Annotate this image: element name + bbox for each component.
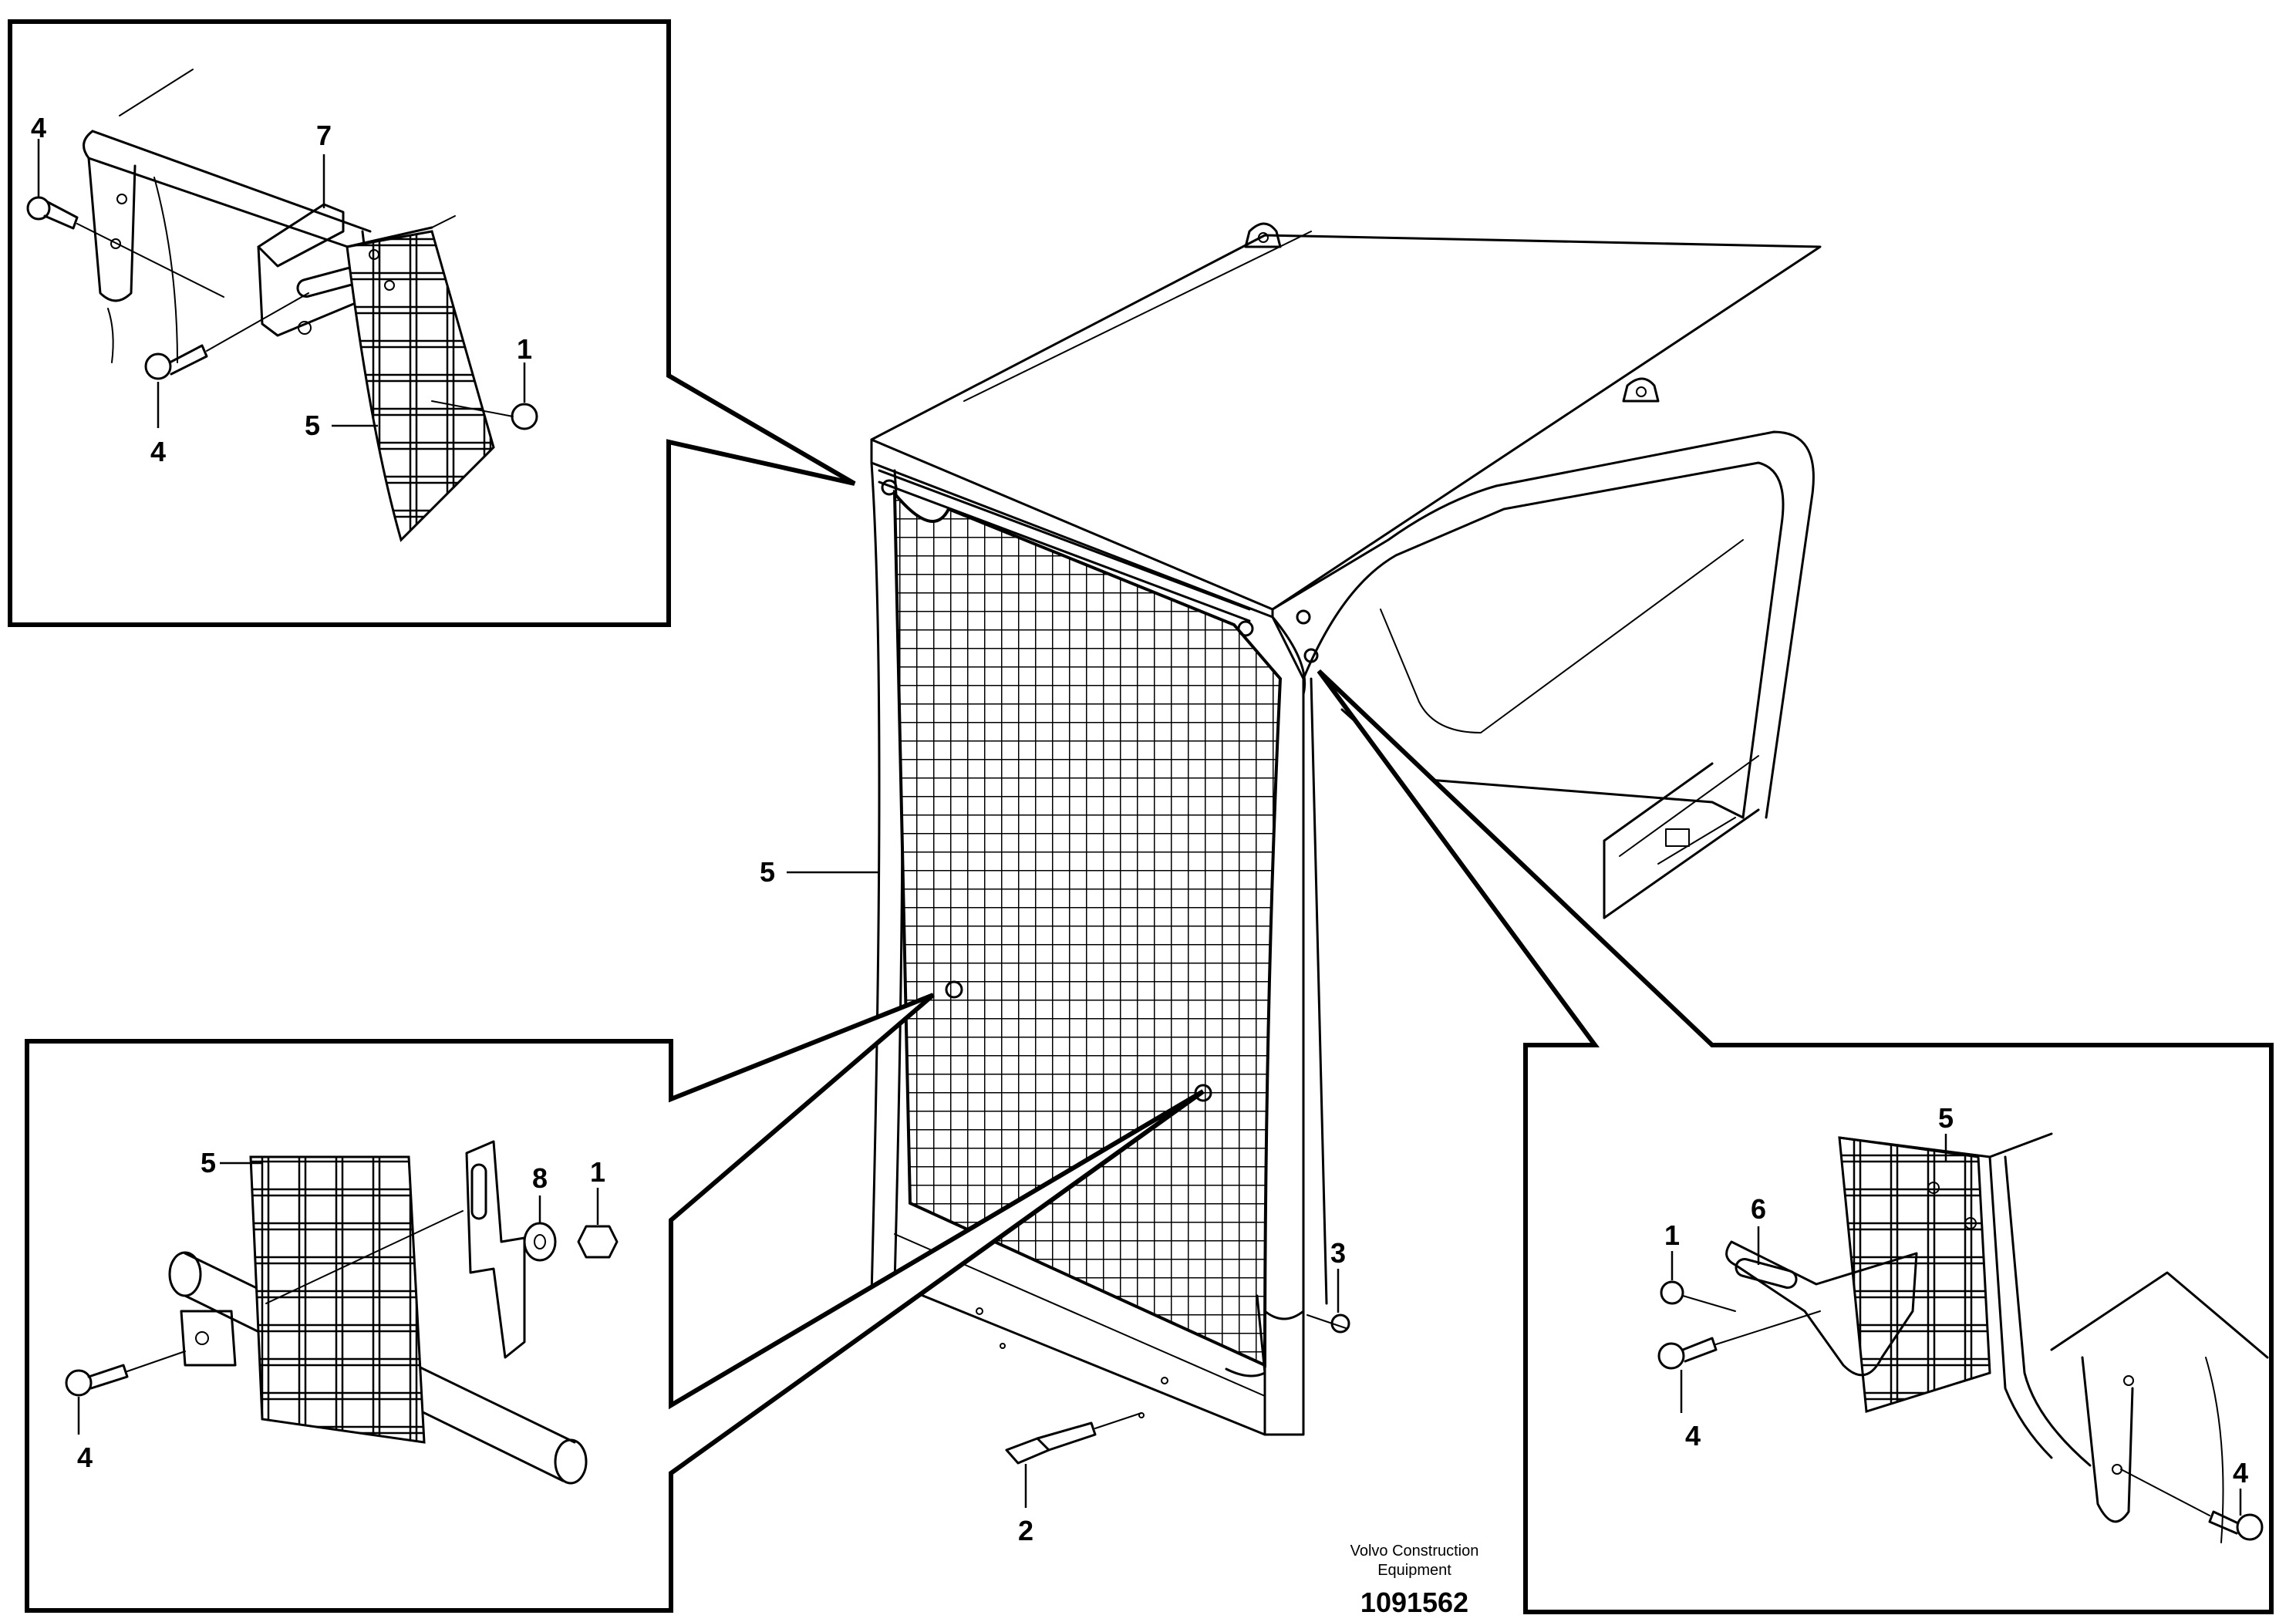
drawing-caption: Volvo Construction Equipment 1091562: [1350, 1543, 1479, 1618]
detail-bottom-left: [25, 993, 1205, 1613]
callout-4: 4: [2233, 1457, 2248, 1489]
detail-top-left: [8, 19, 856, 627]
caption-line-2: Equipment: [1377, 1562, 1451, 1579]
callout-4: 4: [31, 112, 46, 143]
callout-4: 4: [77, 1442, 93, 1473]
callout-2: 2: [1018, 1515, 1033, 1546]
callout-5: 5: [201, 1147, 216, 1179]
callout-1: 1: [1664, 1219, 1680, 1251]
callout-1: 1: [517, 333, 532, 365]
callout-4: 4: [150, 436, 166, 467]
callout-4: 4: [1685, 1420, 1701, 1452]
leader-lines: [37, 139, 2242, 1516]
callout-8: 8: [532, 1162, 548, 1194]
main-cab-assembly: [870, 222, 1822, 1465]
callout-5: 5: [760, 856, 775, 888]
callout-5: 5: [305, 410, 320, 441]
callout-1: 1: [590, 1156, 605, 1188]
callout-5: 5: [1938, 1102, 1954, 1134]
caption-line-1: Volvo Construction: [1350, 1543, 1479, 1560]
document-number: 1091562: [1360, 1587, 1468, 1618]
callout-7: 7: [316, 120, 332, 151]
callout-labels: 4 7 1 4 5 5 3 2 5 8 1 4 5 6 1 4 4: [31, 112, 2248, 1546]
callout-6: 6: [1751, 1193, 1766, 1225]
callout-3: 3: [1330, 1237, 1346, 1269]
detail-bottom-right: [1317, 669, 2274, 1614]
